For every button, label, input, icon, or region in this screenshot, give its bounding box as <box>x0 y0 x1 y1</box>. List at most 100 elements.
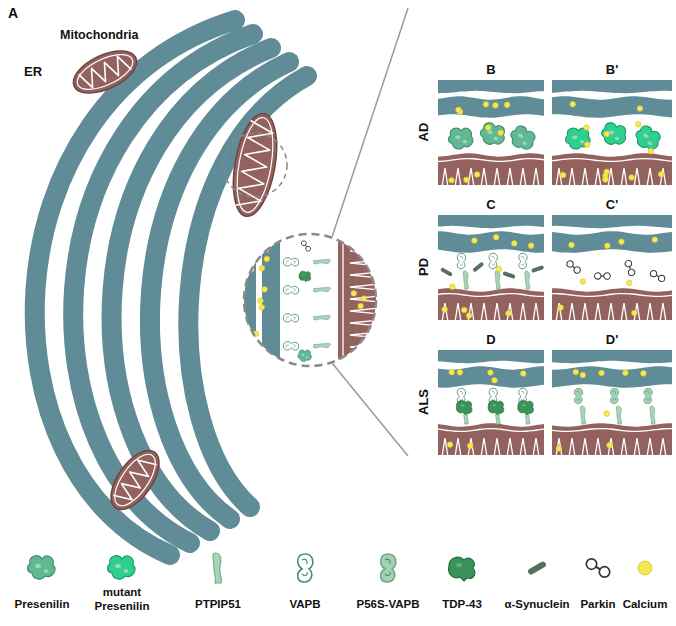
mitochondrion <box>102 442 169 517</box>
legend-swatch <box>638 561 652 575</box>
figure-label: ER <box>24 64 42 80</box>
ptpip51-icon <box>213 553 221 583</box>
presenilin-icon <box>28 556 55 579</box>
mitochondrion <box>226 110 283 219</box>
p56s-icon <box>610 388 618 403</box>
calcium-ion <box>604 411 610 417</box>
calcium-ion <box>449 177 455 183</box>
calcium-ion <box>520 371 526 377</box>
calcium-ion <box>493 103 499 109</box>
figure-label: A <box>8 5 18 22</box>
calcium-ion <box>635 121 641 127</box>
tdp43-icon <box>518 401 534 415</box>
calcium-ion <box>573 369 579 375</box>
mitochondria-group <box>67 42 284 517</box>
legend-label: Presenilin <box>15 597 70 611</box>
calcium-ion <box>584 125 590 131</box>
disease-label: PD <box>416 258 432 276</box>
vapb-icon <box>283 286 298 294</box>
calcium-ion <box>464 177 470 183</box>
vapb-icon <box>283 258 298 266</box>
tdp43-icon <box>456 401 472 415</box>
calcium-ion <box>247 343 253 349</box>
synuclein-icon <box>472 261 484 272</box>
synuclein-icon <box>531 265 544 273</box>
calcium-ion <box>370 354 376 360</box>
tdp43-icon <box>488 401 504 415</box>
panel-illustration <box>438 80 544 185</box>
legend-label: PTPIP51 <box>195 597 241 611</box>
legend-label: mutant Presenilin <box>85 585 159 614</box>
ptpip51-icon <box>314 259 331 264</box>
calcium-ion <box>558 305 564 311</box>
panel-letter: B <box>486 62 495 78</box>
calcium-ion <box>637 106 643 112</box>
calcium-ion <box>456 107 462 113</box>
calcium-ion <box>604 131 610 137</box>
ptpip51-icon <box>525 271 530 289</box>
calcium-ion <box>569 242 575 248</box>
presenilin-icon <box>448 128 473 149</box>
calcium-ion <box>447 442 453 448</box>
calcium-ion <box>262 286 268 292</box>
parkin-icon <box>650 270 664 281</box>
legend-label: Calcium <box>623 597 668 611</box>
vapb-icon <box>298 554 313 582</box>
ptpip51-icon <box>495 271 500 289</box>
calcium-ion <box>528 243 534 249</box>
presenilin-icon <box>478 121 507 148</box>
vapb-icon <box>283 342 298 350</box>
ptpip51-icon <box>314 287 331 292</box>
tdp43-icon <box>449 557 475 581</box>
calcium-ion <box>556 446 562 452</box>
vapb-icon <box>457 253 465 268</box>
calcium-ion <box>619 239 625 245</box>
tdp43-icon <box>299 271 311 282</box>
calcium-ion <box>584 142 590 148</box>
panel-letter: C <box>486 197 495 213</box>
calcium-ion <box>560 172 566 178</box>
zoom-marker <box>223 133 287 197</box>
mutant-icon <box>565 128 590 149</box>
calcium-ion <box>623 370 629 376</box>
mitochondrion <box>67 42 143 102</box>
panel-illustration <box>552 215 672 320</box>
disease-label: AD <box>416 123 432 142</box>
calcium-ion <box>580 372 586 378</box>
calcium-ion <box>461 307 467 313</box>
calcium-ion <box>485 125 491 131</box>
panel-illustration <box>438 215 544 320</box>
calcium-ion <box>506 311 512 317</box>
calcium-ion <box>264 256 270 262</box>
p56s-icon <box>574 388 582 403</box>
calcium-ion <box>603 177 609 183</box>
ptpip51-icon <box>580 406 585 424</box>
calcium-ion <box>493 234 499 240</box>
calcium-ion <box>652 237 658 243</box>
calcium-ion <box>641 371 647 377</box>
calcium-ion <box>450 284 456 290</box>
calcium-ion <box>604 243 610 249</box>
legend-label: α-Synuclein <box>504 597 569 611</box>
calcium-ion <box>629 175 635 181</box>
parkin-icon <box>566 260 582 274</box>
calcium-ion <box>442 307 448 313</box>
panel-illustration <box>438 350 544 455</box>
calcium-ion <box>259 265 265 271</box>
calcium-ion <box>504 102 510 108</box>
calcium-ion <box>472 238 478 244</box>
figure-label: Mitochondria <box>60 28 138 43</box>
panel-letter: D <box>486 332 495 348</box>
zoom-line <box>332 363 408 456</box>
calcium-ion <box>351 291 357 297</box>
calcium-ion <box>599 370 605 376</box>
parkin-icon <box>593 268 611 285</box>
p56s-icon <box>644 388 652 403</box>
calcium-ion <box>259 304 265 310</box>
zoom-circle <box>244 234 376 366</box>
disease-label: ALS <box>416 389 432 415</box>
calcium-ion <box>457 370 463 376</box>
calcium-ion <box>627 280 633 286</box>
